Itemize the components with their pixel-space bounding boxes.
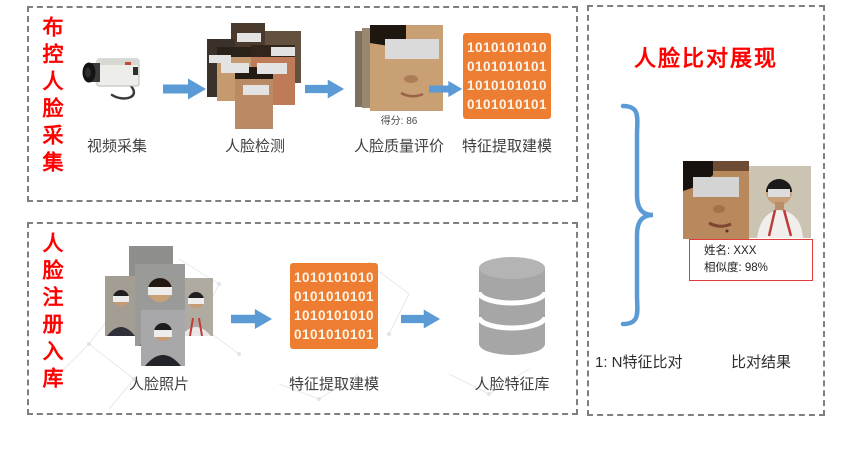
arrow-right-icon [401, 309, 441, 329]
step-video-capture: 视频采集 [55, 20, 179, 156]
step-face-quality: 得分: 86 人脸质量评价 [337, 20, 461, 156]
compare-panel-title: 人脸比对展现 [633, 46, 778, 71]
step-face-database: 人脸特征库 [449, 242, 575, 394]
binary-line: 0101010101 [466, 59, 548, 74]
arrow-right-icon [231, 308, 273, 330]
step-feature-extract: 1010101010 0101010101 1010101010 0101010… [445, 20, 569, 156]
match-name: 姓名: XXX [704, 245, 757, 257]
binary-matrix-icon: 1010101010 0101010101 1010101010 0101010… [290, 263, 378, 349]
step-label-feature-extract-register: 特征提取建模 [288, 376, 379, 393]
step-label-face-database: 人脸特征库 [474, 376, 550, 393]
compare-result-label: 比对结果 [731, 354, 792, 371]
binary-line: 1010101010 [293, 308, 375, 323]
arrow-right-icon [163, 78, 206, 100]
curly-brace-icon [620, 103, 654, 327]
step-label-feature-extract: 特征提取建模 [461, 138, 552, 155]
register-panel-side-title: 人脸注册入库 [40, 232, 63, 394]
face-database-icon-area [470, 242, 554, 370]
step-label-video-capture: 视频采集 [86, 138, 147, 155]
compare-mode-label: 1: N特征比对 [595, 354, 683, 371]
binary-line: 1010101010 [466, 40, 548, 55]
step-feature-extract-register: 1010101010 0101010101 1010101010 0101010… [269, 242, 399, 394]
capture-panel-side-title: 布控人脸采集 [40, 16, 63, 178]
binary-line: 1010101010 [466, 78, 548, 93]
feature-extract-icon-area: 1010101010 0101010101 1010101010 0101010… [463, 20, 551, 132]
register-panel: 人脸注册入库 [27, 222, 578, 415]
feature-extract-register-icon-area: 1010101010 0101010101 1010101010 0101010… [290, 242, 378, 370]
arrow-right-icon [429, 80, 463, 98]
face-quality-icon [355, 25, 443, 111]
face-cluster-icon [207, 23, 301, 129]
arrow-right-icon [305, 79, 345, 99]
video-capture-icon-area [81, 20, 153, 132]
compare-panel: 人脸比对展现 [587, 5, 825, 416]
binary-line: 0101010101 [466, 97, 548, 112]
step-label-face-quality: 人脸质量评价 [353, 138, 444, 155]
registered-face-image [749, 166, 811, 238]
photo-stack-icon [105, 246, 213, 366]
capture-panel: 布控人脸采集 视频采集 [27, 6, 578, 202]
captured-face-image [683, 161, 749, 239]
step-face-detect: 人脸检测 [193, 20, 317, 156]
quality-score: 得分: 86 [380, 116, 418, 127]
face-quality-icon-area: 得分: 86 [355, 20, 443, 132]
database-icon [476, 257, 548, 355]
binary-line: 0101010101 [293, 327, 375, 342]
comparison-images [683, 161, 811, 239]
match-result-card: 姓名: XXX 相似度: 98% [689, 239, 813, 281]
step-label-face-photos: 人脸照片 [128, 376, 189, 393]
binary-line: 1010101010 [293, 270, 375, 285]
match-similarity: 相似度: 98% [704, 262, 768, 274]
binary-matrix-icon: 1010101010 0101010101 1010101010 0101010… [463, 33, 551, 119]
step-label-face-detect: 人脸检测 [224, 138, 285, 155]
step-face-photos: 人脸照片 [89, 242, 229, 394]
binary-line: 0101010101 [293, 289, 375, 304]
face-detect-icon-area [207, 20, 303, 132]
camera-icon [82, 58, 140, 100]
face-photos-icon-area [105, 242, 213, 370]
